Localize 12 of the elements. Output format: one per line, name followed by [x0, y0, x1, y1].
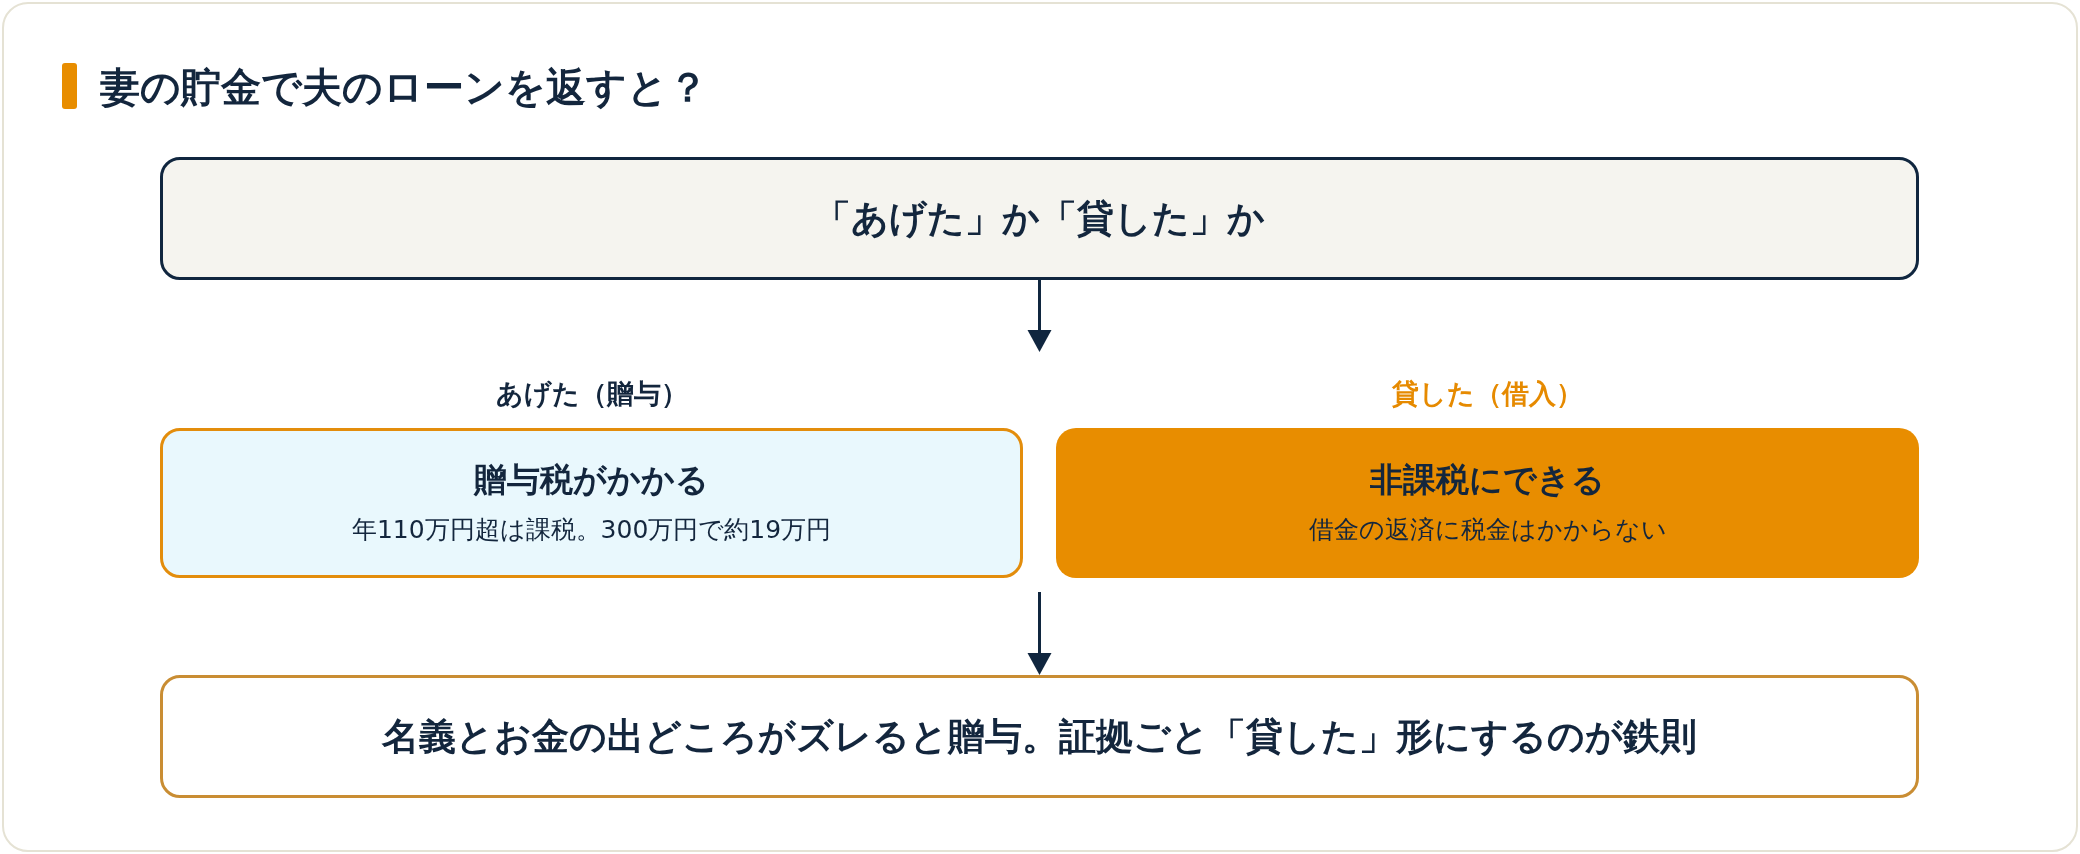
branch-heading: あげた（贈与） [495, 377, 688, 411]
outcome-title: 贈与税がかかる [474, 459, 709, 501]
title: 妻の貯金で夫のローンを返すと？ [100, 63, 708, 112]
outcome-note: 年110万円超は課税。300万円で約19万円 [351, 514, 832, 546]
arrow [1027, 280, 1052, 352]
box-text: 名義とお金の出どころがズレると贈与。証拠ごと「貸した」形にするのが鉄則 [382, 713, 1697, 760]
box-text: 「あげた」か「貸した」か [814, 195, 1265, 242]
outcome-title: 非課税にできる [1370, 459, 1605, 501]
question-box [160, 157, 1919, 280]
conclusion-box [160, 675, 1919, 798]
outcome-note: 借金の返済に税金はかからない [1308, 514, 1667, 546]
branch-heading: 貸した（借入） [1392, 377, 1583, 411]
